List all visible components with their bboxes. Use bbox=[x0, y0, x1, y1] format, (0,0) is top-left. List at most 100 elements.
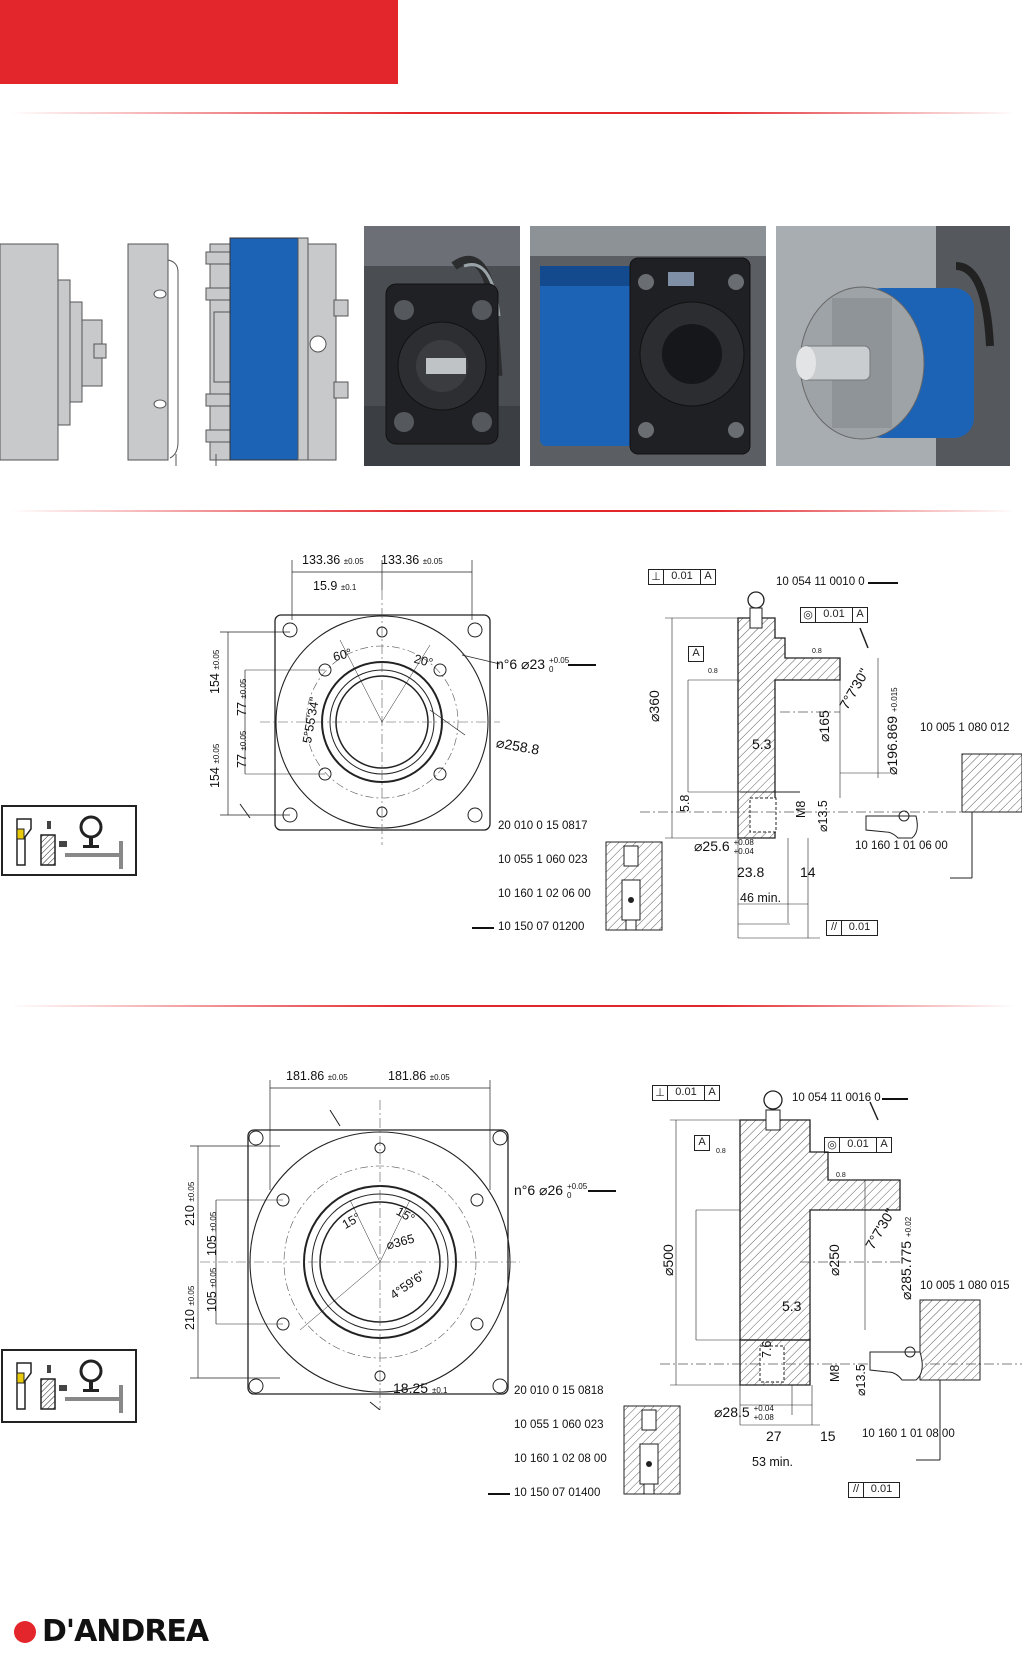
drawing2-side-view bbox=[660, 1090, 1022, 1461]
code-eyebolt-1: 10 054 11 0010 0 bbox=[776, 576, 865, 588]
dim-half-width-left: 133.36 ±0.05 bbox=[302, 553, 364, 567]
dim-tolerance: ±0.05 bbox=[422, 557, 443, 566]
dim-value: 181.86 bbox=[388, 1069, 427, 1083]
dim-tolerance: ±0.1 bbox=[431, 1386, 448, 1395]
arrow-part-1d bbox=[472, 927, 494, 929]
tol-down: +0.04 bbox=[733, 847, 754, 856]
screw-icon bbox=[59, 1385, 67, 1391]
dim-value: 133.36 bbox=[302, 553, 341, 567]
dim-27: 27 bbox=[766, 1428, 782, 1444]
eyebolt-icon bbox=[79, 1359, 103, 1392]
gdt-perpendicularity-1: ⊥ 0.01 A bbox=[648, 569, 716, 585]
dim2-offset: 18.25 ±0.1 bbox=[393, 1380, 447, 1396]
dim-d13-5-2: ⌀13.5 bbox=[854, 1364, 868, 1396]
photo-spindle-head-blue-side bbox=[530, 226, 766, 466]
code-part-1c: 10 160 1 02 06 00 bbox=[498, 888, 591, 900]
drawing1-side-view bbox=[640, 591, 1022, 939]
code-part-2a: 20 010 0 15 0818 bbox=[514, 1385, 604, 1397]
dim-tolerance: ±0.05 bbox=[212, 649, 221, 670]
dim-value: 15.9 bbox=[313, 579, 338, 593]
photo-spindle-head-front bbox=[364, 226, 520, 466]
dim-value: 181.86 bbox=[286, 1069, 325, 1083]
dim-tolerance: ±0.05 bbox=[239, 678, 248, 699]
dim-tolerance: ±0.05 bbox=[429, 1073, 450, 1082]
conc-value: 0.01 bbox=[840, 1138, 877, 1152]
dim-offset: 15.9 ±0.1 bbox=[313, 579, 356, 593]
dim-5-3-2: 5.3 bbox=[782, 1298, 802, 1314]
holes-value: n°6 ⌀26 bbox=[514, 1182, 564, 1198]
dim-tolerance: ±0.05 bbox=[327, 1073, 348, 1082]
dim-d28-5: ⌀28.5 +0.04+0.08 bbox=[714, 1404, 774, 1422]
holes-value: n°6 ⌀23 bbox=[496, 656, 546, 672]
dim-value: 105 bbox=[205, 1235, 219, 1256]
t-nut-icon bbox=[16, 818, 32, 866]
dim-tolerance: ±0.05 bbox=[187, 1181, 196, 1202]
code-screw-right-1: 10 005 1 080 012 bbox=[920, 722, 1010, 734]
dim2-half-width-right: 181.86 ±0.05 bbox=[388, 1069, 450, 1083]
dim-154-lower: 154 ±0.05 bbox=[208, 744, 222, 788]
accessory-icons-box-1 bbox=[1, 805, 137, 876]
dim-tolerance: ±0.05 bbox=[343, 557, 364, 566]
code-part-2c: 10 160 1 02 08 00 bbox=[514, 1453, 607, 1465]
dim-half-width-right: 133.36 ±0.05 bbox=[381, 553, 443, 567]
tol-up: +0.04 bbox=[753, 1404, 774, 1413]
dim-value: ⌀285.775 bbox=[898, 1240, 914, 1300]
gdt-parallelism-2: // 0.01 bbox=[848, 1482, 900, 1498]
header-banner bbox=[0, 0, 398, 84]
dim-d285: ⌀285.775 +0.02 bbox=[898, 1217, 915, 1300]
dim-value: 210 bbox=[183, 1205, 197, 1226]
arrow-holes bbox=[568, 664, 596, 666]
datum-a-1: A bbox=[688, 646, 704, 662]
pcd-258-8: ⌀258.8 bbox=[495, 734, 541, 758]
dim-7-6: 7.6 bbox=[760, 1340, 774, 1358]
conc-datum: A bbox=[880, 1138, 888, 1150]
arrow-holes-2 bbox=[588, 1190, 616, 1192]
roughness-1a: 0.8 bbox=[708, 668, 718, 675]
roughness-2a: 0.8 bbox=[716, 1148, 726, 1155]
arrow-eyebolt-1 bbox=[868, 582, 898, 584]
perp-symbol: ⊥ bbox=[653, 1086, 668, 1100]
dim-5-8: 5.8 bbox=[678, 794, 692, 812]
dim2-half-width-left: 181.86 ±0.05 bbox=[286, 1069, 348, 1083]
dim2-210-lower: 210 ±0.05 bbox=[183, 1286, 197, 1330]
conc-symbol: ◎ bbox=[825, 1138, 840, 1152]
code-part-2d: 10 150 07 01400 bbox=[514, 1487, 601, 1499]
dim2-105-lower: 105 ±0.05 bbox=[205, 1268, 219, 1312]
datum-a-2: A bbox=[694, 1135, 710, 1151]
dim-m8-1: M8 bbox=[794, 800, 808, 818]
perp-symbol: ⊥ bbox=[649, 570, 664, 584]
roughness-1b: 0.8 bbox=[812, 648, 822, 655]
tol-down: 0 bbox=[566, 1191, 572, 1200]
dim-value: 133.36 bbox=[381, 553, 420, 567]
dim-value: 154 bbox=[208, 673, 222, 694]
dim-d250: ⌀250 bbox=[826, 1244, 842, 1276]
section-divider-top bbox=[10, 112, 1015, 114]
dim-value: ⌀196.869 bbox=[884, 715, 900, 775]
dim-77-lower: 77 ±0.05 bbox=[235, 731, 249, 768]
drawing1-detail-section bbox=[605, 841, 663, 931]
dim-154-upper: 154 ±0.05 bbox=[208, 650, 222, 694]
dim-d196: ⌀196.869 +0.015 bbox=[884, 687, 901, 775]
tol-up: +0.05 bbox=[548, 656, 570, 665]
perp-datum: A bbox=[704, 570, 712, 582]
dim-value: 18.25 bbox=[393, 1380, 429, 1396]
dim-tolerance: ±0.05 bbox=[187, 1285, 196, 1306]
dim2-210-upper: 210 ±0.05 bbox=[183, 1182, 197, 1226]
dim-value: 154 bbox=[208, 767, 222, 788]
dim-d13-5-1: ⌀13.5 bbox=[816, 800, 830, 832]
dim-value: 77 bbox=[235, 754, 249, 768]
code-part-1a: 20 010 0 15 0817 bbox=[498, 820, 588, 832]
dim-value: 105 bbox=[205, 1291, 219, 1312]
dim-m8-2: M8 bbox=[828, 1364, 842, 1382]
brand-logo-mark-icon bbox=[14, 1620, 36, 1643]
dim-46-min: 46 min. bbox=[740, 891, 781, 905]
roughness-2b: 0.8 bbox=[836, 1172, 846, 1179]
par-symbol: // bbox=[849, 1483, 864, 1497]
tol-up: +0.08 bbox=[733, 838, 754, 847]
code-key-1: 10 160 1 01 06 00 bbox=[855, 840, 948, 852]
code-key-2: 10 160 1 01 08 00 bbox=[862, 1428, 955, 1440]
tol-down: +0.08 bbox=[753, 1413, 774, 1422]
arrow-eyebolt-2 bbox=[882, 1098, 908, 1100]
brand-logo: D'ANDREA bbox=[14, 1614, 209, 1649]
